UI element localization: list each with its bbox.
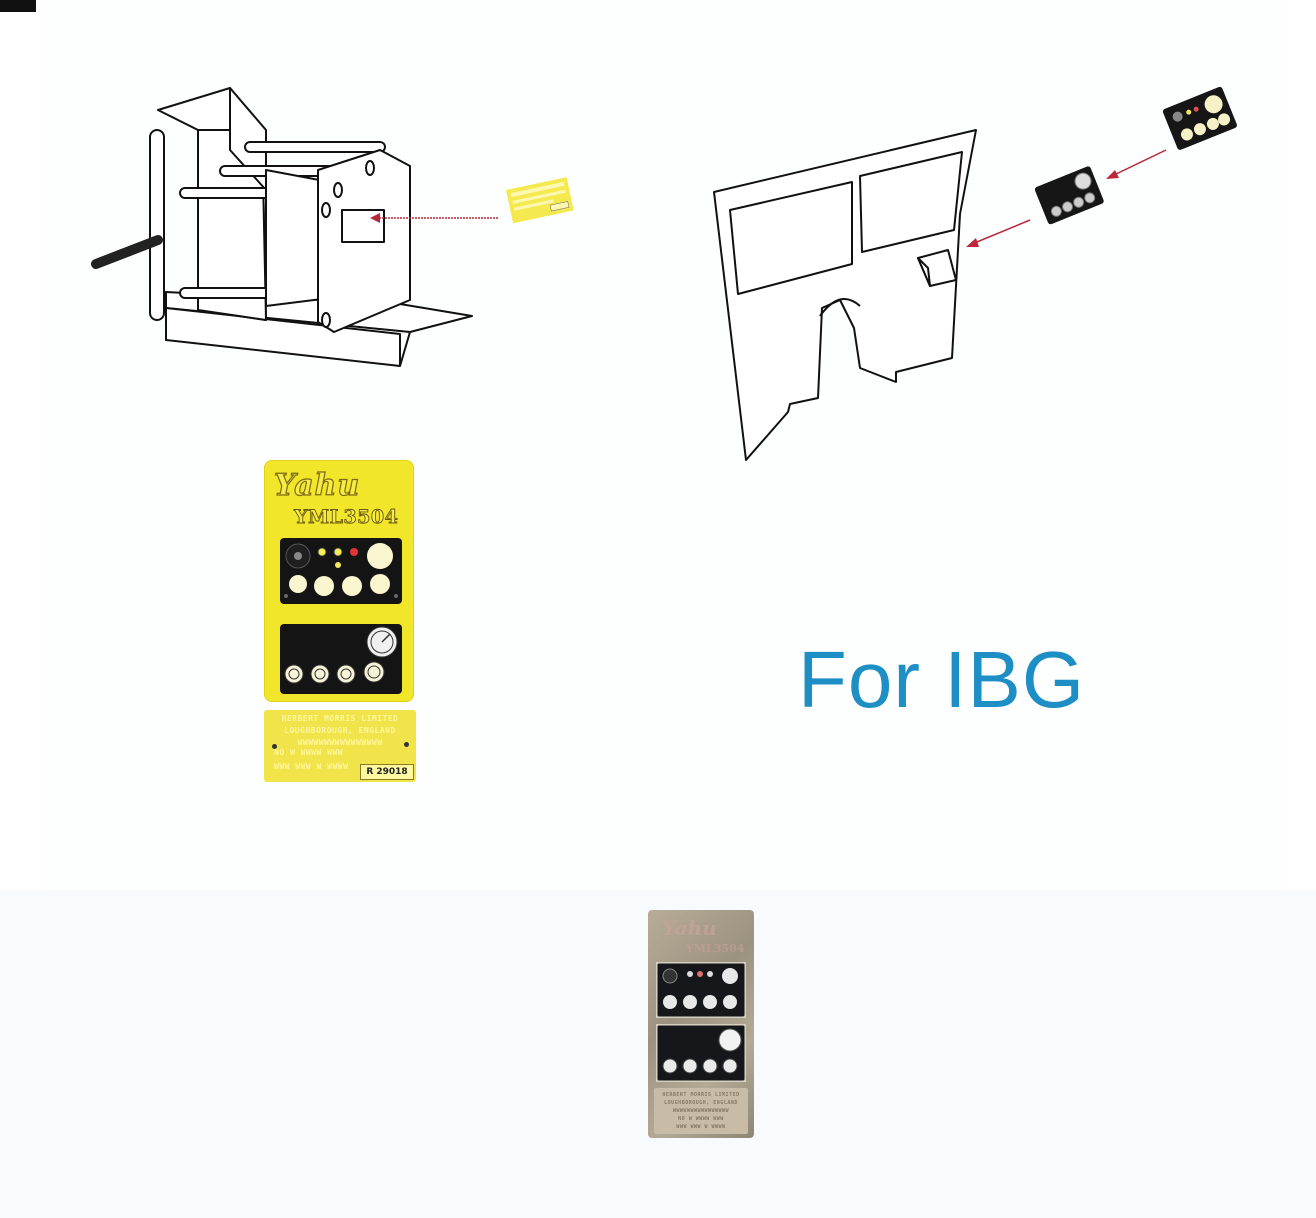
cab-panel-drawing [713,86,1237,461]
etched-fret-illustration: Yahu YML3504 [264,460,414,702]
page-title: For IBG [798,635,1086,724]
photo-brand: Yahu [662,916,717,940]
photo-gauge-panel [656,1024,746,1082]
plate-number: R 29018 [360,764,414,780]
photo-code: YML3504 [686,942,745,955]
photo-data-plate: HERBERT MORRIS LIMITED LOUGHBOROUGH, ENG… [654,1088,748,1134]
photo-plate-line-3: WWWWWWWWWWWWWWWW [672,1108,730,1114]
photo-plate-line-4: NO W WWWW WWW [678,1116,724,1122]
photo-plate-line-1: HERBERT MORRIS LIMITED [662,1092,740,1098]
etched-fret-photo: Yahu YML3504 HERBERT MORRIS LIMITED LOUG… [648,910,754,1138]
photo-switch-panel [656,962,746,1018]
plate-line-4: NO W WWWW WWW [274,748,344,757]
photo-plate-line-5: WWW WWW W WWWW [676,1124,726,1130]
fret-brand: Yahu [273,467,361,503]
plate-line-5: WWW WWW W WWWW [274,762,349,771]
rivet-icon [404,742,409,747]
gauge-panel-part [280,624,402,694]
lower-panel-part [1034,166,1104,225]
plate-line-1: HERBERT MORRIS LIMITED [281,714,399,723]
switch-panel-part [280,538,402,604]
photo-plate-line-2: LOUGHBOROUGH, ENGLAND [664,1100,738,1106]
upper-panel-part [1162,86,1237,150]
corner-mark [0,0,36,12]
plate-line-3: WWWWWWWWWWWWWWWW [297,738,383,747]
data-plate-part: HERBERT MORRIS LIMITED LOUGHBOROUGH, ENG… [264,710,416,782]
winch-drawing [91,87,574,367]
fret-code: YML3504 [294,506,399,529]
rivet-icon [272,744,277,749]
plate-line-2: LOUGHBOROUGH, ENGLAND [284,726,396,735]
